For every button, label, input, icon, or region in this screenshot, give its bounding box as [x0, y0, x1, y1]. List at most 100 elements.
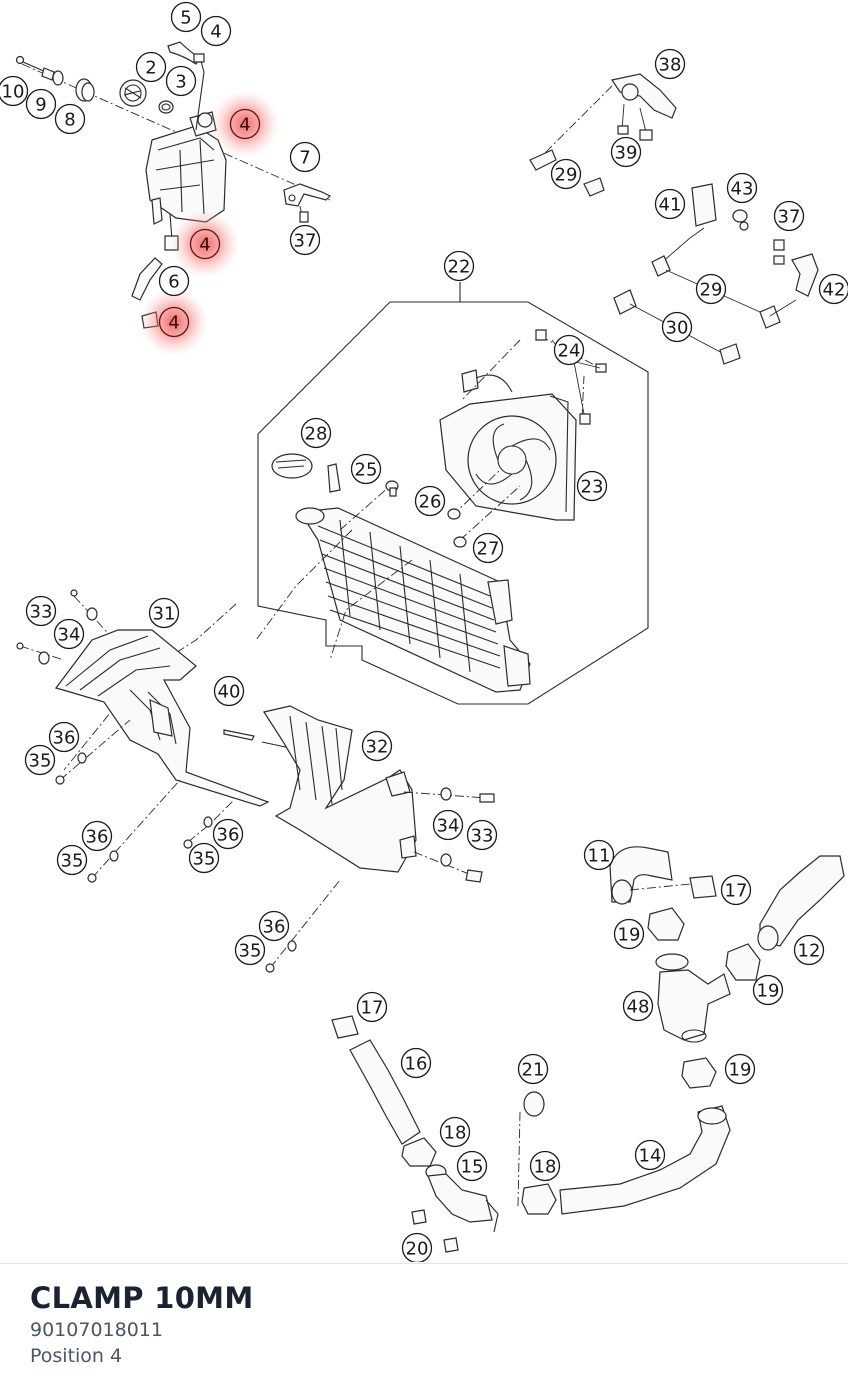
callout-number: 36	[86, 827, 109, 848]
callout-21[interactable]: 21	[519, 1055, 548, 1084]
callout-number: 33	[30, 602, 53, 623]
callout-19a[interactable]: 19	[615, 920, 644, 949]
callout-25[interactable]: 25	[352, 455, 381, 484]
callout-34a[interactable]: 34	[55, 620, 84, 649]
callout-6[interactable]: 6	[160, 267, 189, 296]
callout-number: 4	[168, 313, 179, 334]
callout-30[interactable]: 30	[663, 313, 692, 342]
callout-number: 29	[700, 280, 723, 301]
callout-36c[interactable]: 36	[214, 820, 243, 849]
tank-bracket-part	[284, 184, 330, 206]
callout-11[interactable]: 11	[585, 841, 614, 870]
callout-40[interactable]: 40	[215, 677, 244, 706]
callout-number: 6	[168, 272, 179, 293]
callout-number: 42	[823, 280, 846, 301]
callout-number: 11	[588, 846, 611, 867]
callout-42[interactable]: 42	[820, 275, 848, 304]
callout-number: 17	[725, 881, 748, 902]
callout-26[interactable]: 26	[416, 487, 445, 516]
callout-48[interactable]: 48	[624, 992, 653, 1021]
callout-number: 35	[193, 849, 216, 870]
callout-number: 37	[778, 207, 801, 228]
lower-hose-group	[332, 1016, 730, 1252]
callout-22[interactable]: 22	[445, 252, 474, 281]
callout-37a[interactable]: 37	[291, 226, 320, 255]
radiator-cap-part	[272, 454, 312, 478]
callout-43[interactable]: 43	[728, 174, 757, 203]
callout-33b[interactable]: 33	[468, 821, 497, 850]
callout-number: 41	[659, 195, 682, 216]
callout-7[interactable]: 7	[291, 143, 320, 172]
callout-number: 48	[627, 997, 650, 1018]
callout-9[interactable]: 9	[27, 90, 56, 119]
callout-number: 7	[299, 148, 310, 169]
callout-number: 23	[581, 477, 604, 498]
callout-37b[interactable]: 37	[775, 202, 804, 231]
bolt-20b-part	[444, 1238, 458, 1252]
callout-number: 31	[153, 604, 176, 625]
callout-12[interactable]: 12	[795, 936, 824, 965]
callout-32[interactable]: 32	[363, 732, 392, 761]
callout-5[interactable]: 5	[172, 3, 201, 32]
tank-cap-part	[120, 80, 146, 106]
callout-20[interactable]: 20	[403, 1234, 432, 1263]
callout-number: 38	[659, 55, 682, 76]
callout-4d[interactable]: 4	[160, 308, 189, 337]
callout-8[interactable]: 8	[56, 105, 85, 134]
callout-2[interactable]: 2	[137, 53, 166, 82]
callout-4b[interactable]: 4	[231, 110, 260, 139]
callout-15[interactable]: 15	[458, 1152, 487, 1181]
callout-number: 17	[361, 998, 384, 1019]
callout-number: 29	[555, 165, 578, 186]
callout-34b[interactable]: 34	[434, 811, 463, 840]
callout-number: 19	[729, 1060, 752, 1081]
callout-36a[interactable]: 36	[50, 723, 79, 752]
callout-number: 35	[239, 941, 262, 962]
callout-35a[interactable]: 35	[26, 746, 55, 775]
callout-16[interactable]: 16	[402, 1049, 431, 1078]
callout-35c[interactable]: 35	[190, 844, 219, 873]
callout-33a[interactable]: 33	[27, 597, 56, 626]
callout-number: 18	[534, 1157, 557, 1178]
callout-36d[interactable]: 36	[260, 912, 289, 941]
callout-29a[interactable]: 29	[552, 160, 581, 189]
callout-36b[interactable]: 36	[83, 822, 112, 851]
callout-31[interactable]: 31	[150, 599, 179, 628]
callout-19c[interactable]: 19	[726, 1055, 755, 1084]
callout-3[interactable]: 3	[167, 67, 196, 96]
callout-number: 18	[444, 1123, 467, 1144]
callout-23[interactable]: 23	[578, 472, 607, 501]
callout-4c[interactable]: 4	[191, 230, 220, 259]
callout-27[interactable]: 27	[474, 534, 503, 563]
callout-19b[interactable]: 19	[754, 976, 783, 1005]
callout-number: 32	[366, 737, 389, 758]
callout-18a[interactable]: 18	[441, 1118, 470, 1147]
clamp-17b-part	[332, 1016, 358, 1038]
callout-4a[interactable]: 4	[202, 17, 231, 46]
callout-17b[interactable]: 17	[358, 993, 387, 1022]
part-info-panel: CLAMP 10MM 90107018011 Position 4	[0, 1263, 848, 1391]
callout-17a[interactable]: 17	[722, 876, 751, 905]
part-position: Position 4	[30, 1345, 122, 1367]
callout-41[interactable]: 41	[656, 190, 685, 219]
clamp-small-part	[194, 54, 204, 62]
callout-number: 35	[29, 751, 52, 772]
callout-28[interactable]: 28	[302, 419, 331, 448]
callout-18b[interactable]: 18	[531, 1152, 560, 1181]
callout-38[interactable]: 38	[656, 50, 685, 79]
clamp-19c-part	[682, 1058, 716, 1088]
callout-number: 10	[2, 82, 25, 103]
callout-29b[interactable]: 29	[697, 275, 726, 304]
callout-number: 21	[522, 1060, 545, 1081]
callout-number: 5	[180, 8, 191, 29]
callout-39[interactable]: 39	[612, 138, 641, 167]
callout-35b[interactable]: 35	[58, 846, 87, 875]
callout-24[interactable]: 24	[555, 336, 584, 365]
callout-number: 35	[61, 851, 84, 872]
cable-tie-part	[224, 730, 254, 740]
callout-35d[interactable]: 35	[236, 936, 265, 965]
callout-10[interactable]: 10	[0, 77, 28, 106]
callout-number: 27	[477, 539, 500, 560]
callout-14[interactable]: 14	[636, 1141, 665, 1170]
callout-number: 39	[615, 143, 638, 164]
